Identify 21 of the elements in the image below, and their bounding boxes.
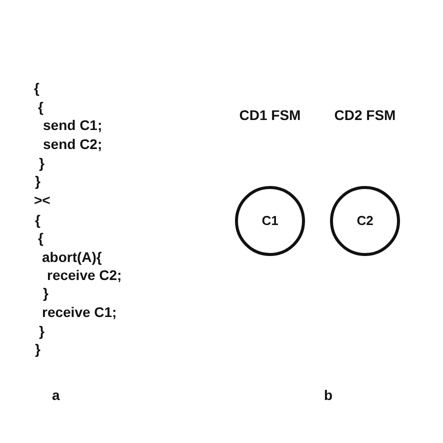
code-line: {: [34, 80, 40, 96]
code-line: abort(A){: [42, 249, 102, 265]
code-line: }: [39, 155, 44, 171]
state-label: C2: [356, 214, 374, 228]
code-line: }: [35, 341, 40, 357]
code-line: receive C1;: [42, 304, 117, 320]
code-line: {: [38, 99, 44, 115]
code-line: }: [35, 173, 40, 189]
panel-letter: a: [52, 387, 60, 403]
state-label: C1: [262, 214, 278, 228]
panel-letter: b: [324, 387, 333, 403]
code-line: }: [43, 285, 48, 301]
code-line: receive C2;: [47, 267, 122, 283]
code-line: send C2;: [43, 136, 102, 152]
code-line: {: [38, 230, 44, 246]
parallel-operator: ><: [34, 192, 50, 208]
code-line: }: [39, 323, 44, 339]
fsm-heading: CD2 FSM: [334, 107, 396, 123]
code-line: send C1;: [43, 117, 102, 133]
code-line: {: [35, 212, 40, 228]
fsm-heading: CD1 FSM: [239, 107, 301, 123]
